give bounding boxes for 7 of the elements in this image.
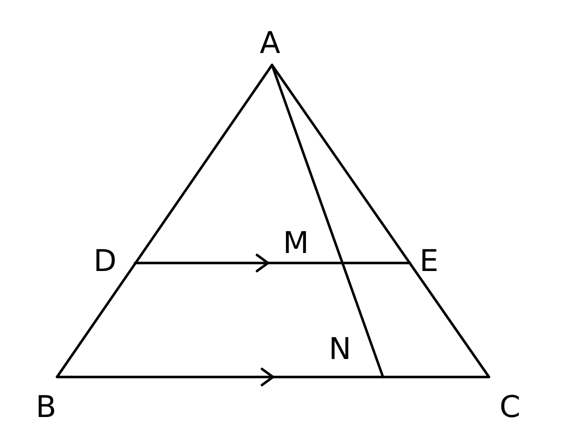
point-label: M (283, 229, 309, 259)
point-label: N (328, 335, 352, 365)
point-label: B (36, 393, 56, 423)
point-label: A (260, 29, 280, 59)
point-label: D (93, 247, 117, 277)
point-label: E (420, 247, 438, 277)
point-label: C (500, 393, 520, 423)
